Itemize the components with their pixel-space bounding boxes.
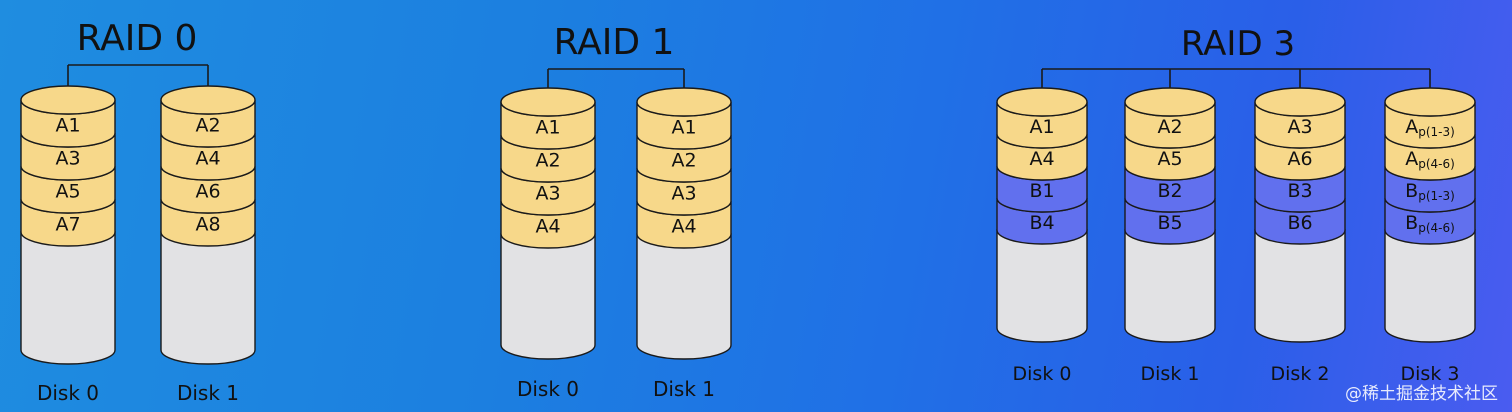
disk-label: Disk 1: [177, 381, 239, 405]
block-label: Bp(4-6): [1405, 212, 1455, 235]
disk-top-cap: [500, 87, 596, 117]
disk-empty-space: [160, 231, 256, 365]
watermark: @稀土掘金技术社区: [1345, 384, 1498, 404]
disk-top-cap: [636, 87, 732, 117]
block-label: B6: [1287, 212, 1312, 234]
disk-label: Disk 2: [1271, 363, 1330, 385]
disk-label: Disk 0: [37, 381, 99, 405]
disk-empty-space: [1124, 229, 1216, 343]
raid-title: RAID 3: [1181, 24, 1295, 64]
block-label: A1: [535, 117, 560, 139]
block-label: A2: [535, 150, 560, 172]
block-label: Ap(4-6): [1405, 148, 1455, 171]
block-label: A6: [1287, 148, 1312, 170]
block-label: A1: [671, 117, 696, 139]
block-label: A4: [671, 216, 696, 238]
block-label: B1: [1029, 180, 1054, 202]
disk-empty-space: [636, 233, 732, 360]
block-label: A2: [671, 150, 696, 172]
block-label: A1: [1029, 116, 1054, 138]
disk-label: Disk 0: [517, 377, 579, 401]
block-label: B4: [1029, 212, 1054, 234]
disk-top-cap: [1124, 87, 1216, 117]
block-label: A3: [535, 183, 560, 205]
block-label: A4: [1029, 148, 1054, 170]
block-label: A3: [55, 148, 80, 170]
block-label: B2: [1157, 180, 1182, 202]
block-label: A6: [195, 181, 220, 203]
block-label: A3: [1287, 116, 1312, 138]
block-label: A5: [55, 181, 80, 203]
disk-top-cap: [160, 85, 256, 115]
block-label: A4: [535, 216, 560, 238]
block-label: A1: [55, 115, 80, 137]
block-label: A4: [195, 148, 220, 170]
disk-top-cap: [1254, 87, 1346, 117]
disk-empty-space: [996, 229, 1088, 343]
raid-title: RAID 1: [554, 22, 675, 63]
block-label: A7: [55, 214, 80, 236]
disk-label: Disk 1: [1141, 363, 1200, 385]
block-label: B3: [1287, 180, 1312, 202]
block-label: Bp(1-3): [1405, 180, 1455, 203]
disk-top-cap: [1384, 87, 1476, 117]
block-label: B5: [1157, 212, 1182, 234]
disk-label: Disk 1: [653, 377, 715, 401]
disk-label: Disk 3: [1401, 363, 1460, 385]
block-label: A2: [1157, 116, 1182, 138]
block-label: A5: [1157, 148, 1182, 170]
disk-empty-space: [1384, 229, 1476, 343]
block-label: Ap(1-3): [1405, 116, 1455, 139]
disk-empty-space: [500, 233, 596, 360]
disk-empty-space: [1254, 229, 1346, 343]
block-label: A2: [195, 115, 220, 137]
disk-empty-space: [20, 231, 116, 365]
block-label: A8: [195, 214, 220, 236]
disk-top-cap: [20, 85, 116, 115]
disk: Ap(1-3) Ap(4-6) Bp(1-3) Bp(4-6) Disk 3: [1384, 87, 1476, 385]
disk-top-cap: [996, 87, 1088, 117]
raid-title: RAID 0: [77, 18, 198, 59]
disk-label: Disk 0: [1013, 363, 1072, 385]
block-label: A3: [671, 183, 696, 205]
